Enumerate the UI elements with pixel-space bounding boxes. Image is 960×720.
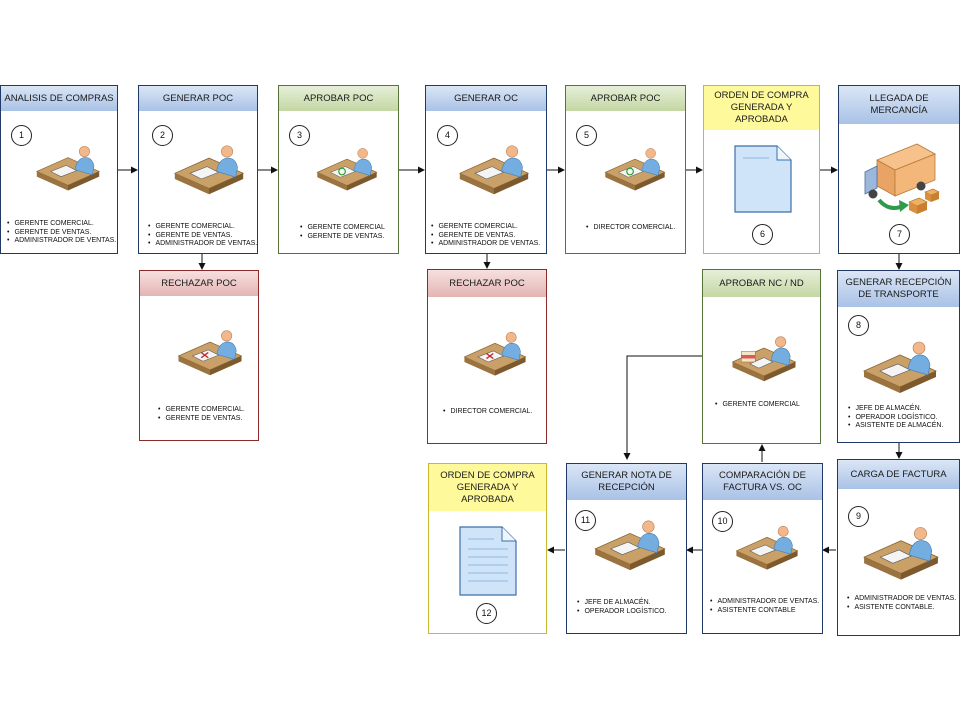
- step-4-box: GENERAR OC 4 GERENTE COMERCIAL. GERENTE …: [425, 85, 547, 254]
- role-item: ASISTENTE DE ALMACÉN.: [848, 422, 943, 431]
- role-list: DIRECTOR COMERCIAL.: [586, 224, 675, 233]
- role-list: GERENTE COMERCIAL. GERENTE DE VENTAS. AD…: [7, 220, 116, 246]
- role-item: GERENTE DE VENTAS.: [158, 415, 245, 424]
- reject-poc-title: RECHAZAR POC: [428, 270, 546, 297]
- role-item: GERENTE DE VENTAS.: [300, 233, 385, 242]
- role-item: GERENTE COMERCIAL: [300, 224, 384, 233]
- step-number: 5: [576, 125, 597, 146]
- role-item: GERENTE COMERCIAL: [715, 401, 799, 410]
- role-list: ADMINISTRADOR DE VENTAS. ASISTENTE CONTA…: [710, 598, 819, 615]
- step-9-box: CARGA DE FACTURA 9 ADMINISTRADOR DE VENT…: [837, 459, 960, 636]
- step-8-box: GENERAR RECEPCIÓN DE TRANSPORTE 8 JEFE D…: [837, 270, 960, 443]
- person-at-desk-icon: [735, 525, 799, 570]
- step-number: 1: [11, 125, 32, 146]
- approve-nc-nd-box: APROBAR NC / ND GERENTE COMERCIAL: [702, 269, 821, 444]
- step-number: 11: [575, 510, 596, 531]
- step-9-title: CARGA DE FACTURA: [838, 460, 959, 489]
- step-6-box: ORDEN DE COMPRA GENERADA Y APROBADA 6: [703, 85, 820, 254]
- role-item: ADMINISTRADOR DE VENTAS.: [7, 237, 116, 246]
- reject-poc-box-2: RECHAZAR POC DIRECTOR COMERCIAL.: [427, 269, 547, 444]
- step-number: 9: [848, 506, 869, 527]
- person-at-desk-icon: [173, 145, 245, 195]
- role-list: JEFE DE ALMACÉN. OPERADOR LOGÍSTICO. ASI…: [848, 405, 943, 431]
- role-item: GERENTE DE VENTAS.: [148, 232, 257, 241]
- person-at-desk-icon: [177, 330, 243, 376]
- person-at-desk-icon: [863, 527, 939, 580]
- step-1-title: ANALISIS DE COMPRAS: [1, 86, 117, 111]
- role-item: ADMINISTRADOR DE VENTAS.: [847, 595, 956, 604]
- person-at-desk-icon: [35, 146, 101, 191]
- step-number: 4: [437, 125, 458, 146]
- step-number: 8: [848, 315, 869, 336]
- delivery-truck-icon: [864, 143, 940, 214]
- role-list: GERENTE COMERCIAL. GERENTE DE VENTAS. AD…: [431, 223, 540, 249]
- role-list: GERENTE COMERCIAL. GERENTE DE VENTAS.: [158, 406, 245, 424]
- role-item: OPERADOR LOGÍSTICO.: [577, 608, 666, 617]
- person-at-desk-icon: [604, 148, 666, 191]
- role-item: GERENTE COMERCIAL.: [148, 223, 257, 232]
- step-12-title: ORDEN DE COMPRA GENERADA Y APROBADA: [429, 464, 546, 511]
- step-12-box: ORDEN DE COMPRA GENERADA Y APROBADA 12: [428, 463, 547, 634]
- role-item: ADMINISTRADOR DE VENTAS.: [710, 598, 819, 607]
- role-item: GERENTE COMERCIAL.: [158, 406, 244, 415]
- role-item: GERENTE DE VENTAS.: [7, 229, 116, 238]
- role-list: GERENTE COMERCIAL GERENTE DE VENTAS.: [300, 224, 385, 242]
- role-list: JEFE DE ALMACÉN. OPERADOR LOGÍSTICO.: [577, 599, 667, 617]
- reject-poc-title: RECHAZAR POC: [140, 271, 258, 296]
- role-item: DIRECTOR COMERCIAL.: [586, 224, 675, 233]
- person-at-desk-icon: [863, 341, 937, 393]
- step-3-box: APROBAR POC 3 GERENTE COMERCIAL GERENTE …: [278, 85, 399, 254]
- step-number: 12: [476, 603, 497, 624]
- role-item: JEFE DE ALMACÉN.: [848, 405, 943, 414]
- reject-poc-box-1: RECHAZAR POC GERENTE COMERCIAL. GERENTE …: [139, 270, 259, 441]
- step-number: 2: [152, 125, 173, 146]
- step-2-box: GENERAR POC 2 GERENTE COMERCIAL. GERENTE…: [138, 85, 258, 254]
- role-item: ASISTENTE CONTABLE: [710, 607, 819, 616]
- person-at-desk-icon: [316, 148, 378, 191]
- role-item: OPERADOR LOGÍSTICO.: [848, 414, 943, 423]
- step-number: 7: [889, 224, 910, 245]
- step-3-title: APROBAR POC: [279, 86, 398, 111]
- role-list: DIRECTOR COMERCIAL.: [443, 408, 532, 417]
- person-at-desk-icon: [594, 520, 666, 571]
- person-at-desk-icon: [458, 145, 530, 195]
- document-icon: [459, 526, 517, 596]
- step-7-box: LLEGADA DE MERCANCÍA 7: [838, 85, 960, 254]
- role-item: DIRECTOR COMERCIAL.: [443, 408, 532, 417]
- document-icon: [734, 145, 792, 213]
- step-number: 3: [289, 125, 310, 146]
- step-11-title: GENERAR NOTA DE RECEPCIÓN: [567, 464, 686, 500]
- step-10-title: COMPARACIÓN DE FACTURA VS. OC: [703, 464, 822, 500]
- role-item: GERENTE COMERCIAL.: [7, 220, 116, 229]
- role-list: ADMINISTRADOR DE VENTAS. ASISTENTE CONTA…: [847, 595, 956, 612]
- step-2-title: GENERAR POC: [139, 86, 257, 111]
- role-list: GERENTE COMERCIAL. GERENTE DE VENTAS. AD…: [148, 223, 257, 249]
- role-item: GERENTE COMERCIAL.: [431, 223, 540, 232]
- step-8-title: GENERAR RECEPCIÓN DE TRANSPORTE: [838, 271, 959, 307]
- step-5-title: APROBAR POC: [566, 86, 685, 111]
- role-item: ADMINISTRADOR DE VENTAS.: [148, 240, 257, 249]
- role-item: JEFE DE ALMACÉN.: [577, 599, 667, 608]
- step-11-box: GENERAR NOTA DE RECEPCIÓN 11 JEFE DE ALM…: [566, 463, 687, 634]
- person-at-desk-icon: [731, 336, 797, 382]
- arrow-nc-11: [623, 355, 702, 460]
- step-10-box: COMPARACIÓN DE FACTURA VS. OC 10 ADMINIS…: [702, 463, 823, 634]
- approve-nc-nd-title: APROBAR NC / ND: [703, 270, 820, 297]
- step-4-title: GENERAR OC: [426, 86, 546, 111]
- role-item: ASISTENTE CONTABLE.: [847, 604, 956, 613]
- role-item: GERENTE DE VENTAS.: [431, 232, 540, 241]
- role-item: ADMINISTRADOR DE VENTAS.: [431, 240, 540, 249]
- step-5-box: APROBAR POC 5 DIRECTOR COMERCIAL.: [565, 85, 686, 254]
- step-6-title: ORDEN DE COMPRA GENERADA Y APROBADA: [704, 86, 819, 130]
- step-number: 6: [752, 224, 773, 245]
- person-at-desk-icon: [463, 331, 527, 376]
- step-1-box: ANALISIS DE COMPRAS 1 GERENTE COMERCIAL.…: [0, 85, 118, 254]
- role-list: GERENTE COMERCIAL: [715, 401, 799, 410]
- step-number: 10: [712, 511, 733, 532]
- step-7-title: LLEGADA DE MERCANCÍA: [839, 86, 959, 124]
